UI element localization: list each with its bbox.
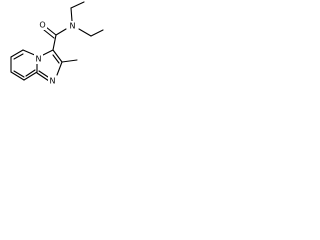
- ring-n-label: N: [50, 77, 56, 86]
- bond-n-ethyl2-ch2: [78, 28, 92, 37]
- bond-c6-c7: [10, 49, 24, 58]
- bond-methyl: [61, 59, 78, 63]
- bond-c8a-n4-inner: [25, 69, 36, 77]
- molecule-structure: N O N N: [10, 1, 104, 86]
- bond-ethyl1-ch3: [70, 1, 85, 9]
- bond-n1-c8a-inner: [38, 70, 49, 78]
- carbonyl-o-label: O: [39, 21, 45, 30]
- atom-label-ring-n: N: [48, 76, 57, 86]
- bond-c3-carbonyl: [52, 34, 57, 51]
- bridge-n-label: N: [36, 55, 42, 64]
- bond-carbonyl-o-double: [43, 29, 55, 39]
- amide-n-label: N: [70, 22, 76, 31]
- bond-c8-c8a-inner: [13, 70, 25, 78]
- diethyl-groups: [70, 1, 104, 37]
- bond-carbonyl-o: [45, 26, 57, 36]
- bond-c3-c2-inner: [52, 54, 60, 64]
- bond-c8-c8a: [10, 71, 25, 81]
- atom-label-amide-n: N: [68, 21, 77, 31]
- bond-c3-c2: [52, 49, 63, 63]
- bond-c2-n1: [56, 61, 63, 76]
- bond-n-ethyl1-ch2: [70, 7, 73, 22]
- bond-carbonyl-n: [55, 28, 67, 36]
- carboxamide-group: [43, 26, 67, 51]
- atom-label-carbonyl-o: O: [38, 20, 47, 30]
- bond-n1-c8a: [36, 72, 50, 82]
- bond-c6-c7-inner: [13, 53, 24, 60]
- bond-ethyl2-ch3: [90, 29, 104, 37]
- atom-label-bridge-n: N: [34, 54, 43, 64]
- bond-c8a-n4: [23, 71, 38, 81]
- pyridine-ring: [10, 49, 38, 81]
